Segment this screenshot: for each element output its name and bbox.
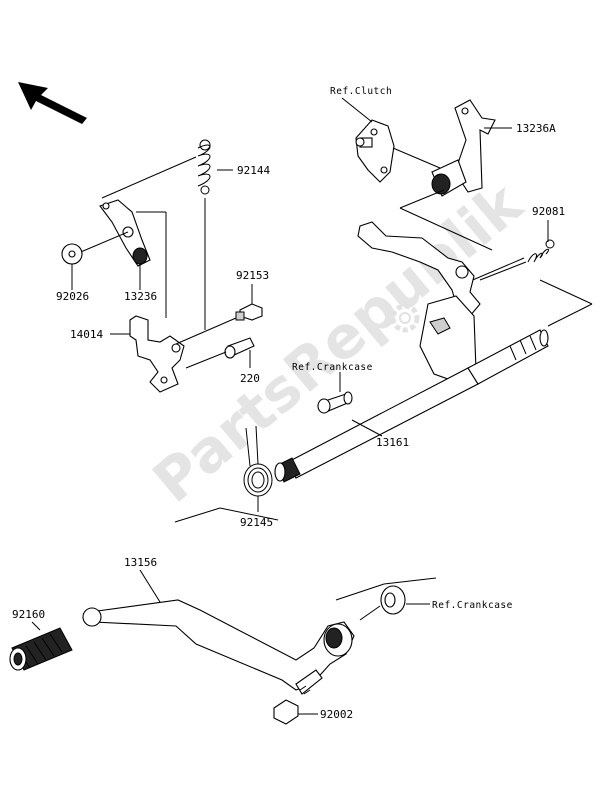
label-ref-crankcase-1: Ref.Crankcase	[292, 362, 373, 373]
label-92153: 92153	[236, 269, 269, 282]
pedal-13156	[82, 599, 355, 691]
clutch-ref-part	[355, 119, 395, 183]
label-92160: 92160	[12, 608, 45, 621]
washer-92026	[61, 243, 83, 265]
crankcase-pin-ref	[317, 391, 353, 414]
label-92081: 92081	[532, 205, 565, 218]
front-arrow-icon	[18, 82, 87, 124]
label-13156: 13156	[124, 556, 157, 569]
gear-icon	[390, 303, 420, 333]
label-92145: 92145	[240, 516, 273, 529]
rubber-92160	[9, 627, 73, 671]
watermark: PartsRepublik	[140, 169, 535, 516]
bracket-14014	[129, 315, 185, 393]
label-13236A: 13236A	[516, 122, 556, 135]
label-13236: 13236	[124, 290, 157, 303]
shaft-13161	[274, 221, 549, 483]
bolt-92153	[235, 303, 263, 321]
watermark-text: PartsRepublik	[140, 169, 535, 516]
label-14014: 14014	[70, 328, 103, 341]
label-92144: 92144	[237, 164, 270, 177]
label-220: 220	[240, 372, 260, 385]
label-92002: 92002	[320, 708, 353, 721]
washer-crankcase-ref	[380, 585, 406, 615]
lever-13236A	[431, 99, 496, 197]
label-ref-crankcase-2: Ref.Crankcase	[432, 600, 513, 611]
label-13161: 13161	[376, 436, 409, 449]
spring-92081	[527, 239, 555, 263]
bolt-92002	[273, 669, 323, 725]
spring-92144	[197, 139, 211, 195]
label-92026: 92026	[56, 290, 89, 303]
label-ref-clutch: Ref.Clutch	[330, 86, 392, 97]
